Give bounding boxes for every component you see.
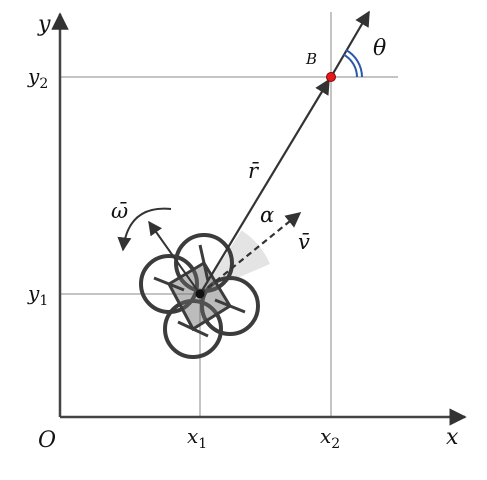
y1-tick-sub: 1: [39, 293, 48, 309]
r-vector: [199, 78, 330, 295]
propeller-4: [214, 298, 246, 314]
target-point-label: B: [305, 50, 317, 68]
rotor-guard-bottom-right: [200, 276, 260, 336]
origin-label: O: [38, 428, 56, 453]
x1-tick-base: x: [187, 424, 198, 448]
r-vector-label: r̄: [248, 159, 260, 183]
y2-tick-label: y2: [27, 64, 48, 92]
propeller-3: [177, 320, 209, 338]
theta-direction-line: [330, 10, 370, 78]
y2-tick-base: y: [27, 64, 40, 88]
heading-arrow: [148, 220, 201, 295]
alpha-label: α: [260, 203, 274, 227]
x2-tick-sub: 2: [331, 436, 340, 452]
omega-label: ω̄: [111, 199, 128, 223]
alpha-angle-sector: [200, 230, 270, 294]
v-vector-label: v̄: [298, 230, 310, 254]
x2-tick-base: x: [320, 424, 331, 448]
v-vector: [199, 212, 302, 295]
y1-tick-base: y: [27, 281, 40, 305]
theta-label: θ: [373, 36, 386, 61]
y1-tick-label: y1: [27, 281, 48, 309]
x-axis-label: x: [446, 425, 459, 450]
rotor-guard-bottom-left: [163, 299, 223, 359]
propeller-2: [198, 244, 210, 282]
drone-center-point: [195, 289, 205, 299]
theta-angle-arc-inner: [342, 53, 358, 78]
omega-rotation-arrow: [117, 207, 172, 252]
theta-angle-arc-outer: [345, 49, 363, 78]
propeller-1: [153, 276, 185, 292]
x1-tick-sub: 1: [198, 436, 207, 452]
x1-tick-label: x1: [187, 424, 207, 452]
y2-tick-sub: 2: [39, 76, 48, 92]
x2-tick-label: x2: [320, 424, 340, 452]
y-axis-label: y: [37, 12, 51, 37]
target-point-b: [326, 72, 336, 82]
